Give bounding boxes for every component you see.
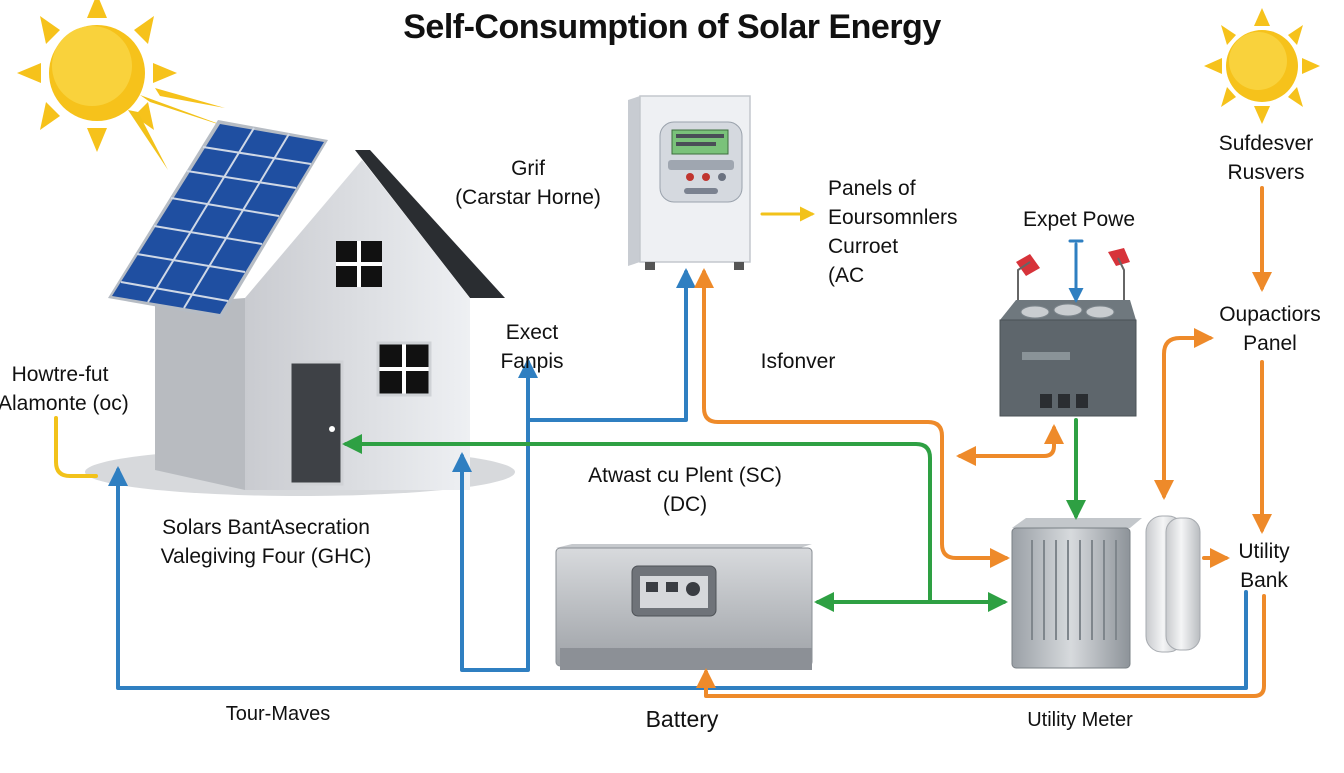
yellow-flow-line [54,416,98,478]
orange-flow-line [1154,328,1214,500]
gas-cylinder-icon [1145,515,1201,653]
label-tour-maves: Tour-Maves [225,703,331,725]
label-grid: Grif(Carstar Horne) [455,157,601,209]
solar-panel-icon [108,120,328,318]
blue-flow-line [452,358,538,672]
orange-flow-line [956,424,1064,466]
sun-icon [17,0,230,170]
blue-flow-line [526,268,696,422]
blue-flow-line [108,466,1248,690]
label-utility-meter: Utility Meter [1027,709,1133,731]
battery-icon [555,544,813,670]
sun-icon [1204,8,1320,124]
label-expet-powe: Expet Powe [1022,208,1136,231]
orange-flow-line [696,594,1266,698]
label-isfonver: Isfonver [760,350,836,373]
label-atwast-plent: Atwast cu Plent (SC)(DC) [588,464,782,516]
inverter-icon [628,95,751,270]
charge-controller-icon [999,248,1137,417]
diagram-title: Self-Consumption of Solar Energy [403,8,941,46]
house-icon [85,120,515,496]
storage-cabinet-icon [1011,518,1142,669]
orange-flow-line [694,268,1010,568]
label-battery: Battery [645,706,719,732]
